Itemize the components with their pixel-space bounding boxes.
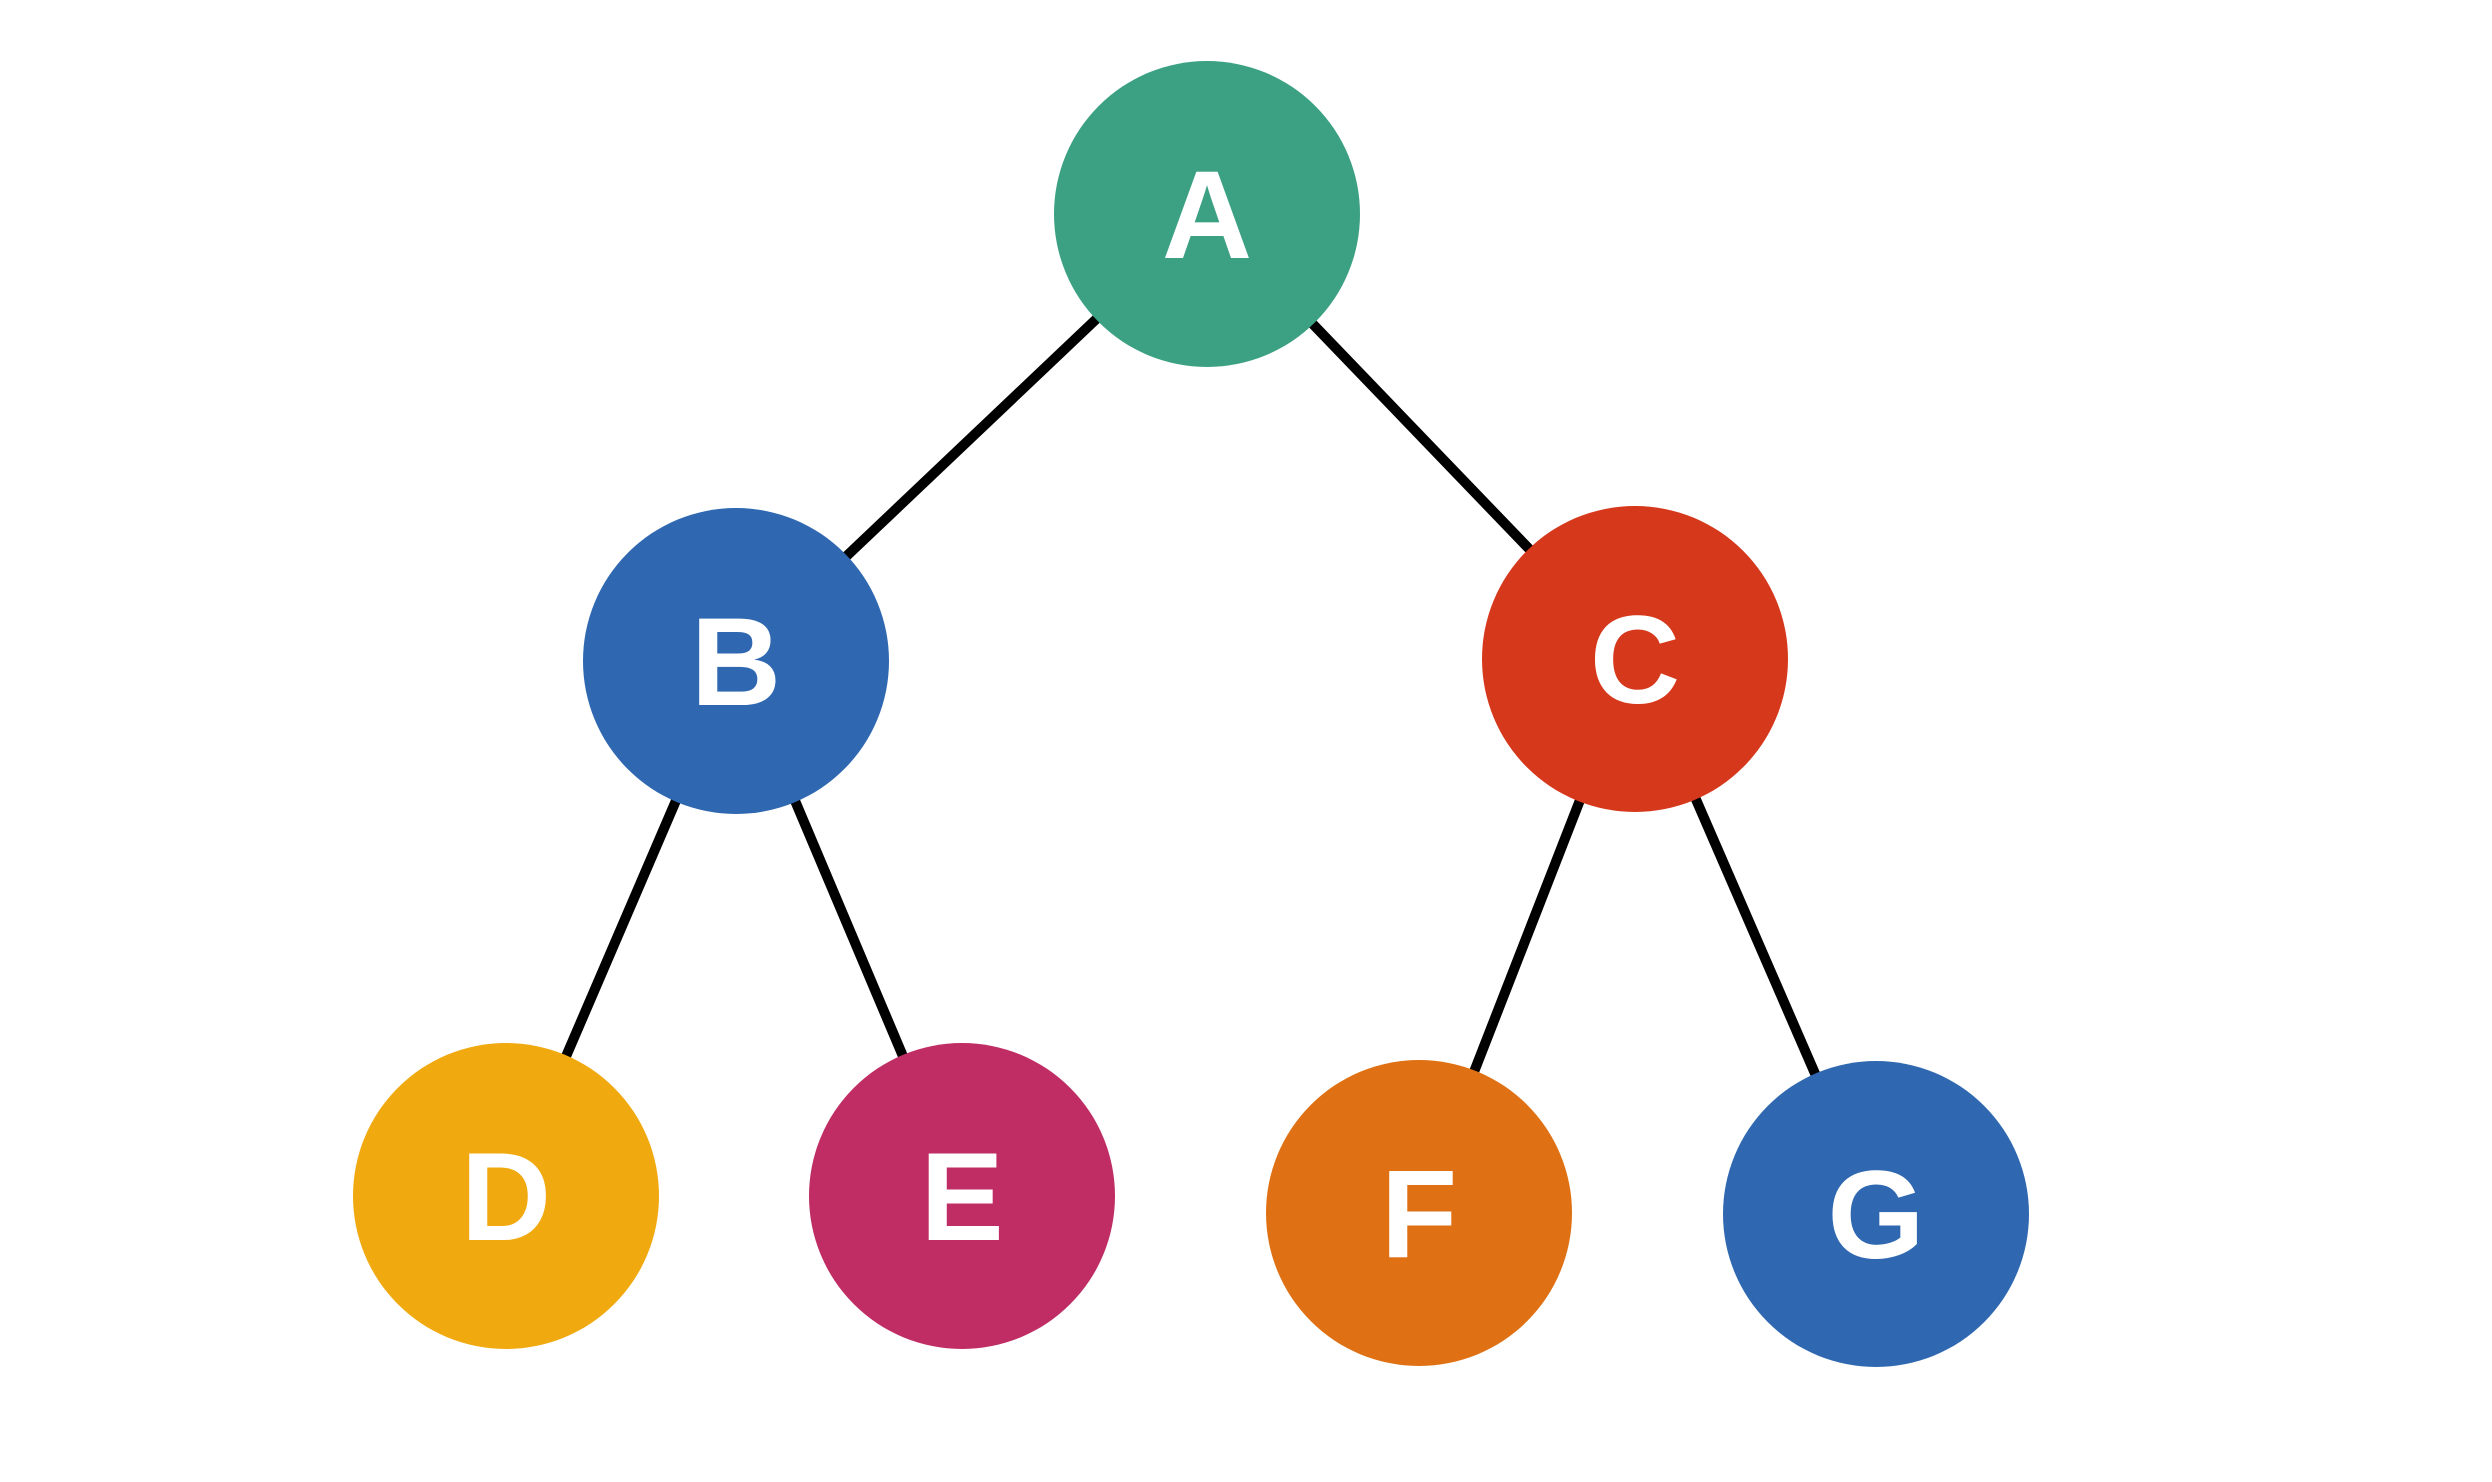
node-D-circle — [353, 1043, 659, 1349]
node-G-circle — [1723, 1061, 2029, 1367]
node-B-circle — [583, 508, 889, 814]
node-G-label: G — [1827, 1146, 1924, 1285]
node-A-circle — [1054, 61, 1360, 367]
node-D-label: D — [461, 1128, 551, 1267]
nodes-layer: A B C D E F G — [353, 61, 2029, 1367]
node-B-label: B — [691, 593, 781, 732]
node-C-circle — [1482, 506, 1788, 812]
node-E-circle — [809, 1043, 1115, 1349]
node-F-label: F — [1381, 1145, 1457, 1284]
node-C-label: C — [1590, 591, 1680, 730]
node-A-label: A — [1162, 146, 1252, 285]
node-F-circle — [1266, 1060, 1572, 1366]
node-E-label: E — [920, 1128, 1003, 1267]
